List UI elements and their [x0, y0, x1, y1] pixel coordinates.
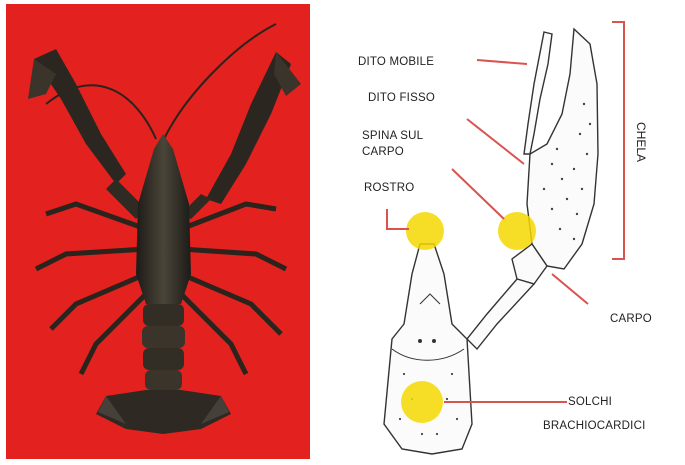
- label-carpo: CARPO: [610, 313, 652, 325]
- label-chela: CHELA: [634, 122, 648, 162]
- label-dito-mobile: DITO MOBILE: [358, 56, 434, 68]
- label-rostro: ROSTRO: [364, 182, 414, 194]
- crayfish-illustration: [6, 4, 310, 459]
- crayfish-photo: [6, 4, 310, 459]
- label-dito-fisso: DITO FISSO: [368, 92, 435, 104]
- claw-diagram: [312, 4, 680, 459]
- head-outline: [384, 244, 472, 454]
- label-solchi-line2: BRACHIOCARDICI: [543, 420, 645, 432]
- chela-outline: [467, 29, 598, 349]
- label-solchi-line1: SOLCHI: [568, 396, 612, 408]
- label-spina-line1: SPINA SUL: [362, 130, 423, 142]
- chela-bracket: [612, 22, 624, 259]
- label-spina-line2: CARPO: [362, 146, 404, 158]
- solchi-highlight: [401, 381, 443, 423]
- claw-diagram-panel: DITO MOBILE DITO FISSO SPINA SUL CARPO R…: [312, 4, 680, 459]
- rostro-highlight: [406, 212, 444, 250]
